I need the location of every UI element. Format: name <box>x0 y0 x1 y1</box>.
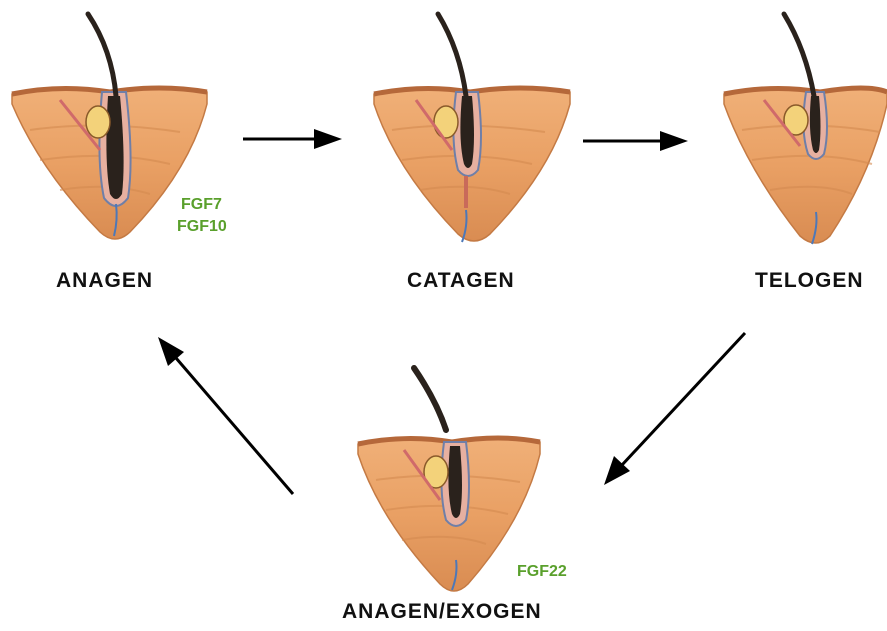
stage-label-anagen: ANAGEN <box>56 269 153 293</box>
stage-label-catagen: CATAGEN <box>407 269 515 293</box>
growth-factor-fgf10: FGF10 <box>177 216 227 238</box>
stage-label-telogen: TELOGEN <box>755 269 864 293</box>
telogen-skin-icon <box>724 14 887 244</box>
arrow-telogen-to-exogen <box>604 333 745 485</box>
anagen-exogen-skin-icon <box>358 368 540 591</box>
growth-factor-fgf7: FGF7 <box>181 194 222 216</box>
catagen-skin-icon <box>374 14 570 242</box>
arrow-catagen-to-telogen <box>583 131 688 151</box>
anagen-skin-icon <box>12 14 207 239</box>
growth-factor-fgf22: FGF22 <box>517 561 567 583</box>
arrow-exogen-to-anagen <box>158 337 293 494</box>
arrow-anagen-to-catagen <box>243 129 342 149</box>
stage-label-anagen-exogen: ANAGEN/EXOGEN <box>342 600 542 624</box>
